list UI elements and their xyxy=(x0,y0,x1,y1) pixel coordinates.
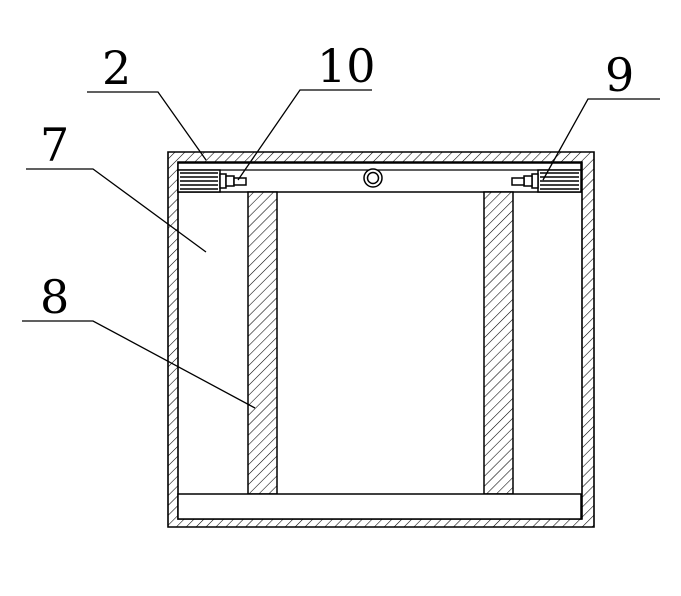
right-column xyxy=(483,191,514,495)
outer-housing-wall xyxy=(167,151,595,528)
label-2: 2 xyxy=(102,41,131,95)
left-drive-block xyxy=(177,169,247,193)
left-column xyxy=(247,191,278,495)
label-7: 7 xyxy=(40,118,69,172)
leader-lines xyxy=(22,89,660,409)
label-10: 10 xyxy=(317,39,376,93)
label-9: 9 xyxy=(605,48,634,102)
bottom-plate xyxy=(177,493,582,520)
label-8: 8 xyxy=(40,270,69,324)
